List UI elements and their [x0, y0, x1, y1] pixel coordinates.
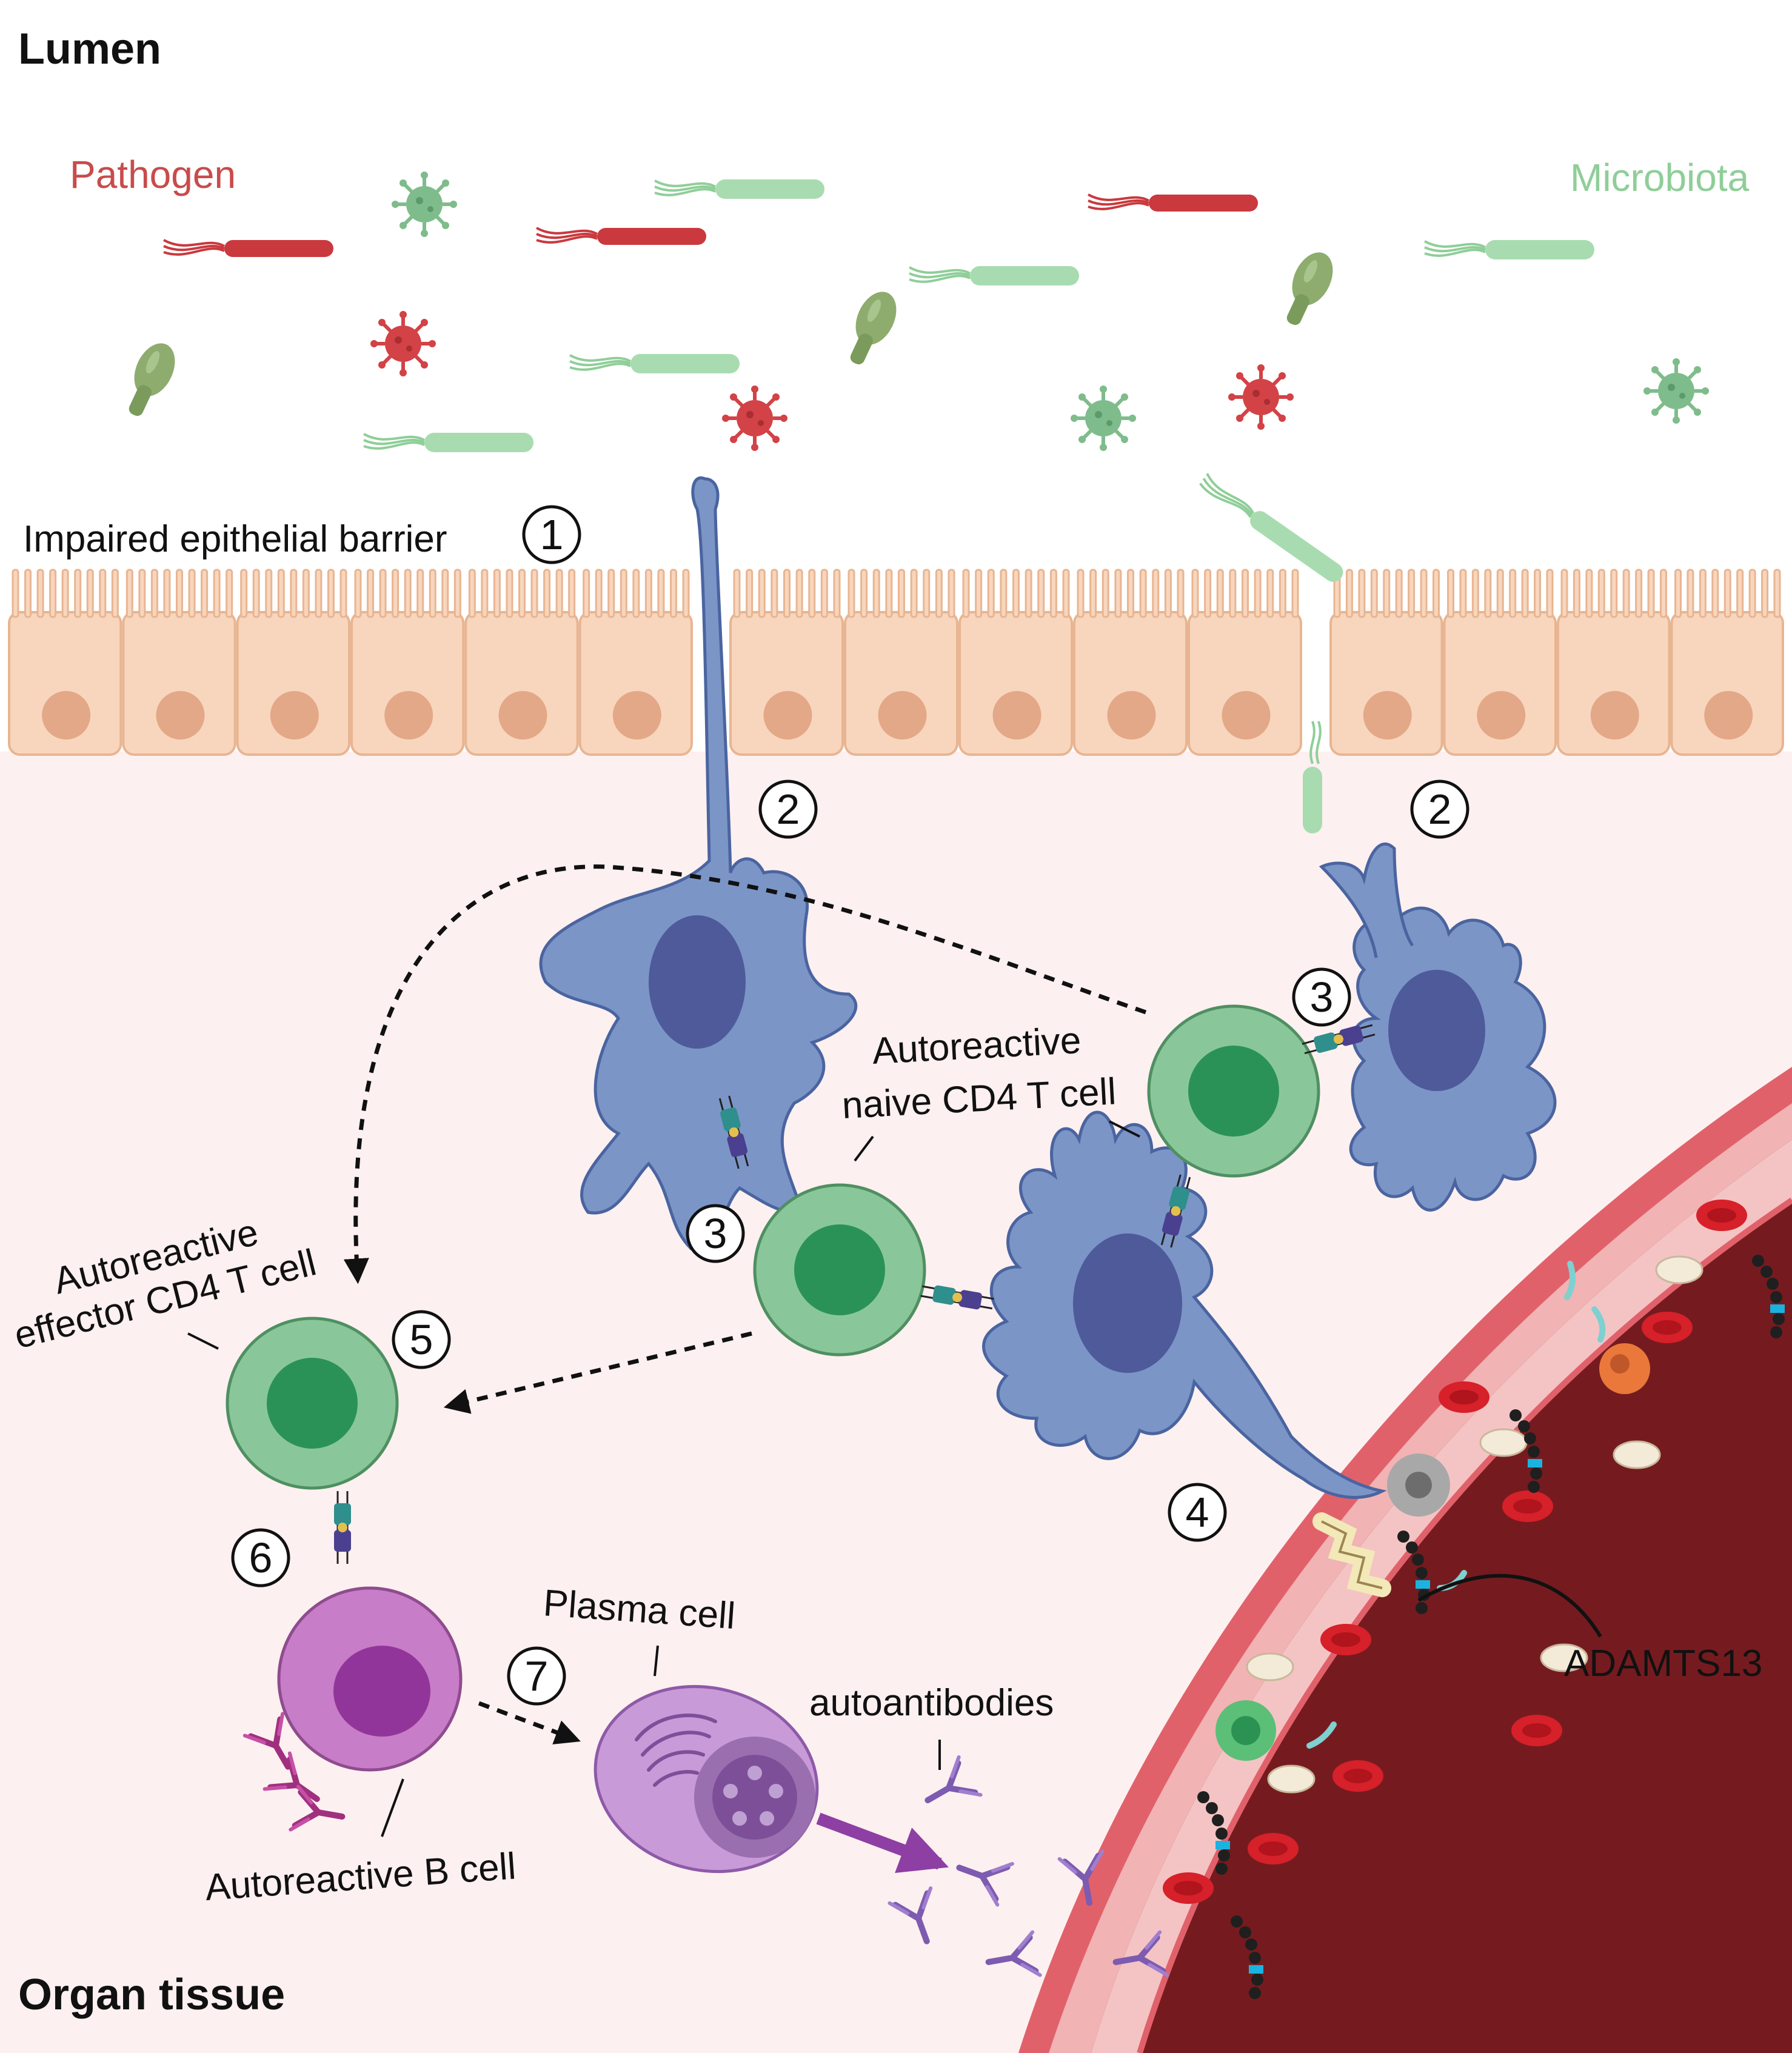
lumen-microbes — [117, 172, 1709, 833]
svg-text:3: 3 — [704, 1210, 727, 1257]
svg-text:2: 2 — [777, 786, 800, 833]
dendritic-cell-lower — [982, 1110, 1387, 1499]
svg-text:7: 7 — [525, 1652, 549, 1700]
autoantibodies-label: autoantibodies — [809, 1682, 1054, 1724]
naive-t-cell-center — [753, 1183, 926, 1357]
adamts13-label: ADAMTS13 — [1564, 1643, 1762, 1684]
leader-lines — [187, 1120, 1140, 1837]
epithelial-cell — [350, 569, 465, 756]
step-5: 5 — [392, 1310, 451, 1369]
plasma-cell — [593, 1684, 819, 1874]
epithelial-cell — [1073, 569, 1188, 756]
svg-text:4: 4 — [1186, 1489, 1209, 1536]
step-7: 7 — [507, 1646, 566, 1706]
epithelial-layer — [8, 569, 1784, 756]
svg-text:3: 3 — [1310, 973, 1334, 1021]
step-6: 6 — [231, 1528, 290, 1587]
step-2b: 2 — [1410, 779, 1469, 839]
naive-t-cell-right — [1147, 1004, 1320, 1178]
region-lumen-label: Lumen — [18, 25, 161, 73]
microbiota-label: Microbiota — [1570, 156, 1750, 199]
step-markers: 1 2 2 3 3 4 5 6 — [231, 505, 1469, 1706]
svg-text:6: 6 — [249, 1534, 273, 1581]
epithelial-cell — [122, 569, 236, 756]
adamts13-pointer — [1417, 1574, 1602, 1638]
vwf-bundle — [1312, 1512, 1391, 1597]
epithelial-cell — [729, 569, 844, 756]
migration-arrows — [343, 864, 1147, 1873]
epithelial-cell — [464, 569, 579, 756]
dendritic-cell-right — [1319, 842, 1557, 1212]
epithelial-cell — [1557, 569, 1671, 756]
effector-t-cell — [226, 1317, 399, 1490]
blood-contents — [1163, 1200, 1785, 1999]
epithelial-cell — [578, 569, 694, 756]
epithelial-cell — [844, 569, 958, 756]
region-organ-tissue-label: Organ tissue — [18, 1971, 285, 2019]
epithelial-cell — [8, 569, 122, 756]
b-cell — [245, 1586, 463, 1838]
epithelial-cell — [236, 569, 350, 756]
svg-text:5: 5 — [410, 1316, 433, 1363]
step-4: 4 — [1168, 1483, 1227, 1542]
barrier-label: Impaired epithelial barrier — [23, 518, 447, 560]
svg-text:2: 2 — [1428, 786, 1452, 833]
svg-text:1: 1 — [540, 511, 564, 558]
epithelial-cell — [1188, 569, 1302, 756]
step-1: 1 — [522, 505, 581, 564]
step-2a: 2 — [758, 779, 818, 839]
step-3a: 3 — [1292, 967, 1351, 1027]
epithelial-cell — [1329, 569, 1443, 756]
dendritic-cell-center — [539, 476, 858, 1250]
epithelial-cell — [1670, 569, 1784, 756]
epithelial-cell — [1443, 569, 1557, 756]
step-3b: 3 — [686, 1204, 745, 1263]
pathogen-label: Pathogen — [70, 153, 236, 196]
epithelial-cell — [958, 569, 1073, 756]
